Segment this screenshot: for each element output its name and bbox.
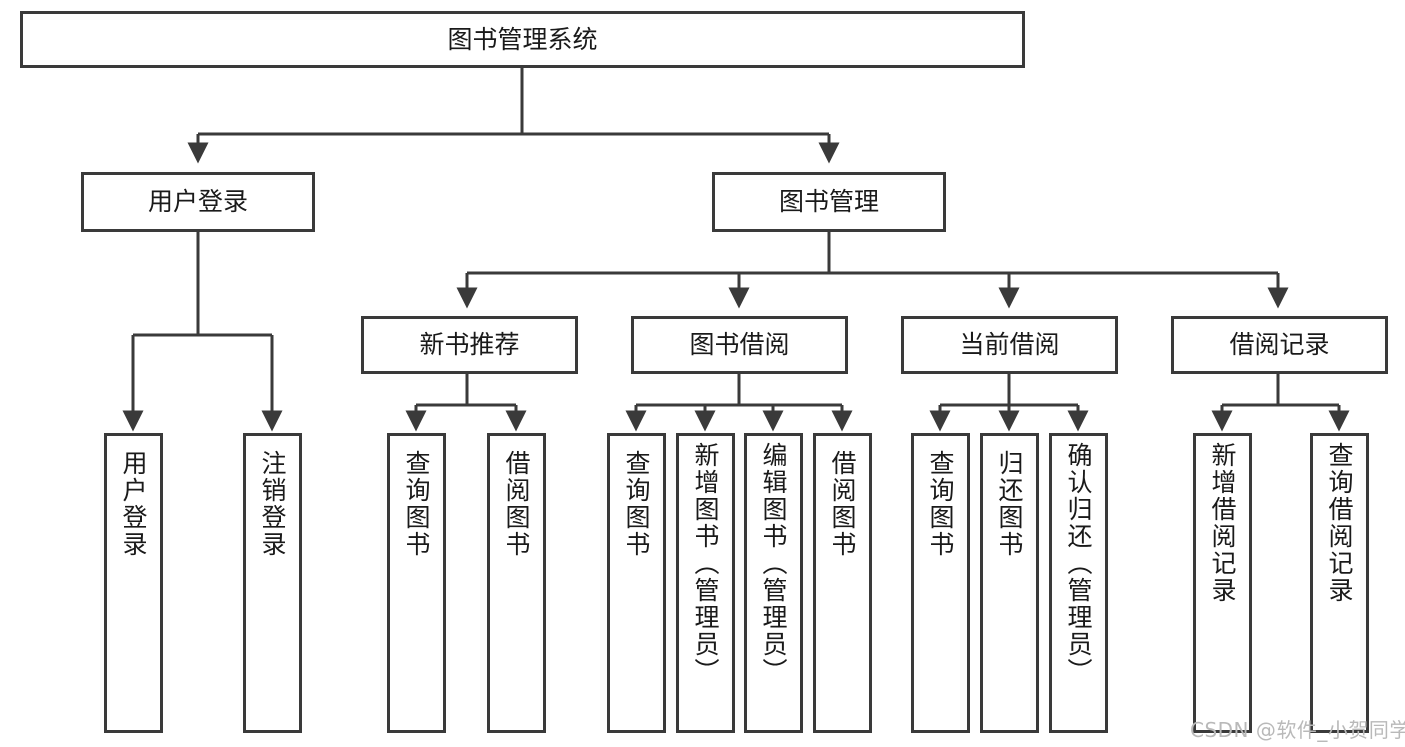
node-book-management[interactable]: 图书管理 [712,172,946,232]
node-label: 借阅图书 [502,450,531,558]
node-label: 借阅图书 [828,450,857,558]
leaf-user-login-logout[interactable]: 注销登录 [243,433,302,733]
node-label: 编辑图书（管理员） [759,442,788,685]
leaf-new-book-query-books[interactable]: 查询图书 [387,433,446,733]
leaf-record-add-borrow-record[interactable]: 新增借阅记录 [1193,433,1252,733]
node-label: 新增图书（管理员） [691,442,720,685]
node-label: 图书管理系统 [447,24,598,54]
node-new-book-recommendation[interactable]: 新书推荐 [361,316,578,374]
node-label: 注销登录 [258,450,287,558]
node-label: 当前借阅 [959,330,1060,359]
node-user-login[interactable]: 用户登录 [81,172,315,232]
watermark-text: CSDN @软件_小贺同学 [1190,718,1405,742]
leaf-borrow-edit-book-admin[interactable]: 编辑图书（管理员） [744,433,803,733]
leaf-user-login-login[interactable]: 用户登录 [104,433,163,733]
node-label: 新增借阅记录 [1208,442,1237,604]
leaf-borrow-query-books[interactable]: 查询图书 [607,433,666,733]
node-label: 查询借阅记录 [1325,442,1354,604]
node-borrow-records[interactable]: 借阅记录 [1171,316,1388,374]
node-label: 查询图书 [622,450,651,558]
node-label: 确认归还（管理员） [1064,442,1093,685]
node-root-library-management-system[interactable]: 图书管理系统 [20,11,1025,68]
node-label: 查询图书 [402,450,431,558]
node-label: 归还图书 [995,450,1024,558]
node-label: 借阅记录 [1229,330,1330,359]
node-label: 图书借阅 [689,330,790,359]
node-label: 用户登录 [147,187,248,216]
leaf-borrow-add-book-admin[interactable]: 新增图书（管理员） [676,433,735,733]
node-label: 查询图书 [926,450,955,558]
node-label: 新书推荐 [419,330,520,359]
leaf-borrow-borrow-books[interactable]: 借阅图书 [813,433,872,733]
node-current-borrowing[interactable]: 当前借阅 [901,316,1118,374]
node-book-borrowing[interactable]: 图书借阅 [631,316,848,374]
leaf-record-query-borrow-record[interactable]: 查询借阅记录 [1310,433,1369,733]
leaf-current-return-books[interactable]: 归还图书 [980,433,1039,733]
leaf-current-query-books[interactable]: 查询图书 [911,433,970,733]
node-label: 图书管理 [778,187,879,216]
leaf-new-book-borrow-books[interactable]: 借阅图书 [487,433,546,733]
leaf-current-confirm-return-admin[interactable]: 确认归还（管理员） [1049,433,1108,733]
node-label: 用户登录 [119,450,148,558]
